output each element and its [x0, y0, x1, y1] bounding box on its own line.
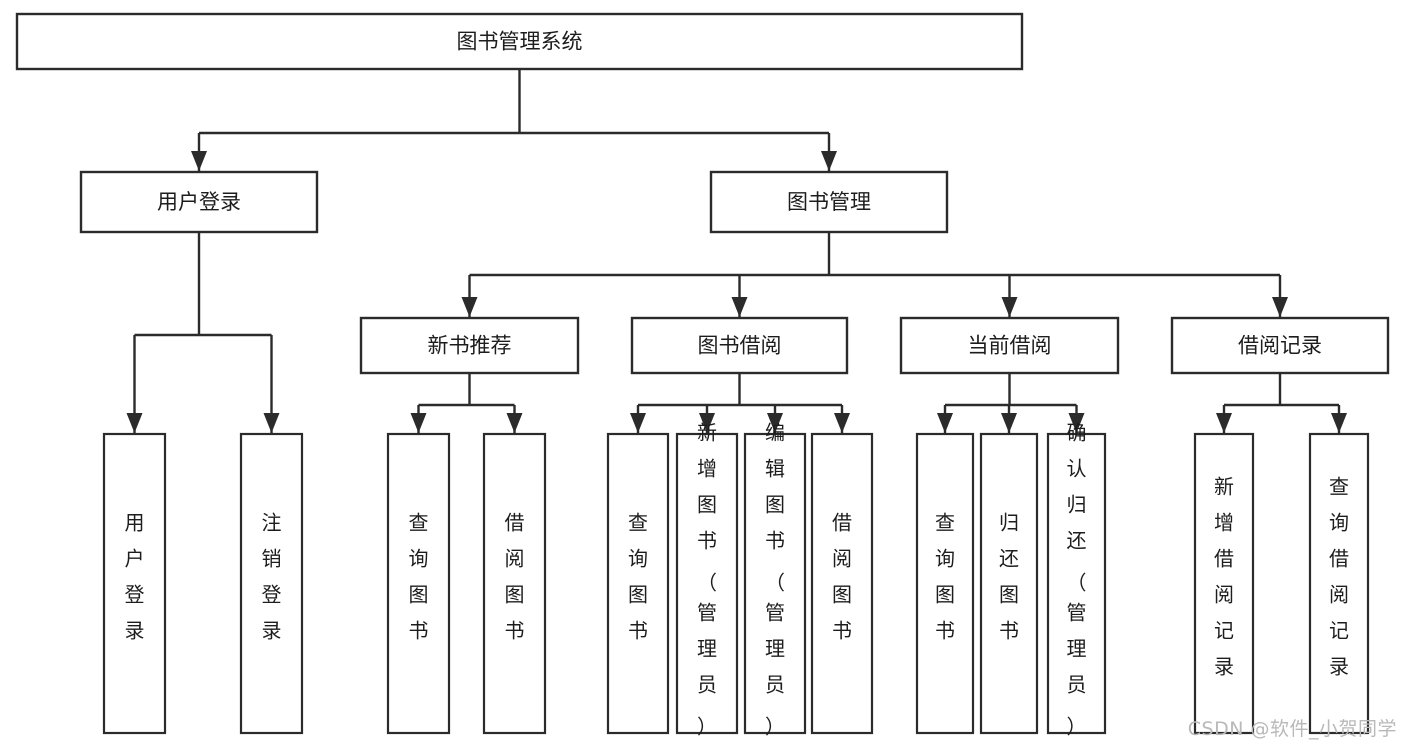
arrow-head-icon: [834, 413, 850, 433]
node-leaf-8-box: [915, 432, 975, 735]
arrow-head-icon: [767, 413, 783, 433]
node-leaf-6[interactable]: 编辑图书（管理员）: [743, 421, 807, 739]
node-level1-0-box: [79, 170, 319, 234]
node-level1-0[interactable]: 用户登录: [79, 170, 319, 234]
node-leaf-2-label: 查询图书: [409, 511, 429, 643]
node-level2-1-label: 图书借阅: [698, 334, 782, 358]
arrow-head-icon: [191, 151, 207, 171]
node-leaf-6-box: [743, 432, 807, 735]
node-leaf-10-box: [1046, 432, 1107, 735]
node-leaf-8[interactable]: 查询图书: [915, 432, 975, 735]
arrow-head-icon: [937, 413, 953, 433]
arrow-head-icon: [1068, 413, 1085, 433]
node-leaf-4-box: [606, 432, 670, 735]
node-level1-1-label: 图书管理: [787, 190, 871, 214]
node-level1-1[interactable]: 图书管理: [709, 170, 949, 234]
arrow-head-icon: [1001, 297, 1018, 317]
node-root-system-label: 图书管理系统: [457, 30, 583, 54]
arrow-head-icon: [410, 413, 427, 433]
arrow-head-icon: [1001, 413, 1017, 433]
arrow-head-icon: [1272, 297, 1288, 317]
node-level2-3-box: [1170, 316, 1390, 375]
arrow-head-icon: [1216, 413, 1232, 433]
node-level2-2[interactable]: 当前借阅: [899, 316, 1120, 375]
arrow-head-icon: [126, 413, 143, 433]
node-leaf-7-label: 借阅图书: [832, 511, 852, 643]
node-leaf-5-label: 新增图书（管理员）: [697, 421, 717, 739]
node-root-system[interactable]: 图书管理系统: [15, 12, 1024, 71]
arrow-head-icon: [506, 413, 523, 433]
node-leaf-9-label: 归还图书: [999, 511, 1019, 643]
node-layer: 图书管理系统用户登录图书管理新书推荐图书借阅当前借阅借阅记录用户登录注销登录查询…: [15, 12, 1390, 739]
connector-layer: [126, 69, 1347, 433]
node-leaf-11[interactable]: 新增借阅记录: [1193, 432, 1255, 735]
node-leaf-2[interactable]: 查询图书: [386, 432, 451, 735]
arrow-head-icon: [461, 297, 478, 317]
node-root-system-box: [15, 12, 1024, 71]
node-level2-1-box: [630, 316, 849, 375]
node-leaf-1-label: 注销登录: [262, 511, 282, 643]
node-leaf-2-box: [386, 432, 451, 735]
node-leaf-12[interactable]: 查询借阅记录: [1308, 432, 1370, 735]
node-leaf-7-box: [810, 432, 874, 735]
node-leaf-0-label: 用户登录: [125, 511, 145, 643]
arrow-head-icon: [263, 413, 280, 433]
node-level1-1-box: [709, 170, 949, 234]
node-level2-2-label: 当前借阅: [968, 334, 1052, 358]
arrow-head-icon: [731, 297, 748, 317]
node-level2-2-box: [899, 316, 1120, 375]
node-level2-3-label: 借阅记录: [1238, 334, 1322, 358]
node-level2-1[interactable]: 图书借阅: [630, 316, 849, 375]
node-leaf-3-box: [482, 432, 547, 735]
watermark-text: CSDN @软件_小贺同学: [1187, 718, 1397, 740]
node-leaf-4-label: 查询图书: [628, 511, 648, 643]
arrow-head-icon: [699, 413, 715, 433]
node-leaf-8-label: 查询图书: [935, 511, 955, 643]
node-leaf-5-box: [675, 432, 739, 735]
node-leaf-10-label: 确认归还（管理员）: [1067, 421, 1087, 739]
node-leaf-3[interactable]: 借阅图书: [482, 432, 547, 735]
arrow-head-icon: [821, 151, 837, 171]
node-level2-3[interactable]: 借阅记录: [1170, 316, 1390, 375]
arrow-head-icon: [1331, 413, 1347, 433]
node-leaf-9-box: [979, 432, 1039, 735]
node-leaf-10[interactable]: 确认归还（管理员）: [1046, 421, 1107, 739]
node-leaf-9[interactable]: 归还图书: [979, 432, 1039, 735]
node-leaf-5[interactable]: 新增图书（管理员）: [675, 421, 739, 739]
node-level1-0-label: 用户登录: [157, 190, 241, 214]
node-level2-0[interactable]: 新书推荐: [359, 316, 580, 375]
node-leaf-7[interactable]: 借阅图书: [810, 432, 874, 735]
node-level2-0-box: [359, 316, 580, 375]
node-leaf-0[interactable]: 用户登录: [102, 432, 167, 735]
node-leaf-1[interactable]: 注销登录: [239, 432, 304, 735]
node-leaf-11-label: 新增借阅记录: [1214, 475, 1234, 679]
node-leaf-1-box: [239, 432, 304, 735]
node-leaf-12-box: [1308, 432, 1370, 735]
node-leaf-6-label: 编辑图书（管理员）: [765, 421, 785, 739]
arrow-head-icon: [630, 413, 646, 433]
node-leaf-4[interactable]: 查询图书: [606, 432, 670, 735]
node-leaf-3-label: 借阅图书: [505, 511, 525, 643]
node-leaf-11-box: [1193, 432, 1255, 735]
node-leaf-12-label: 查询借阅记录: [1329, 475, 1349, 679]
node-leaf-0-box: [102, 432, 167, 735]
node-level2-0-label: 新书推荐: [428, 334, 512, 358]
